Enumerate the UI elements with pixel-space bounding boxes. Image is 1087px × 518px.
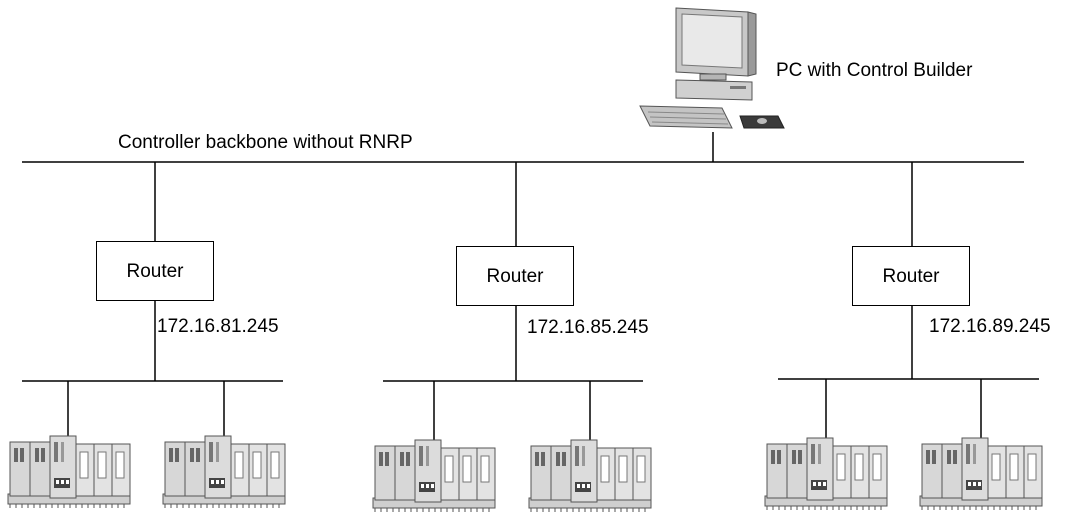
router-3: Router: [852, 246, 970, 306]
router-ip-3: 172.16.89.245: [929, 316, 1051, 337]
ac800m-controller-icon: [919, 437, 1043, 511]
ac800m-controller-icon: [7, 435, 131, 509]
ac800m-controller-icon: [764, 437, 888, 511]
pc-workstation-icon: [639, 7, 785, 129]
ac800m-controller-icon: [372, 439, 496, 513]
router-1: Router: [96, 241, 214, 301]
router-label: Router: [486, 266, 544, 287]
router-label: Router: [126, 261, 184, 282]
ac800m-controller-icon: [162, 435, 286, 509]
pc-label: PC with Control Builder: [776, 60, 973, 81]
router-ip-1: 172.16.81.245: [157, 316, 279, 337]
ac800m-controller-icon: [528, 439, 652, 513]
router-ip-2: 172.16.85.245: [527, 317, 649, 338]
router-label: Router: [882, 266, 940, 287]
backbone-label: Controller backbone without RNRP: [118, 132, 413, 153]
router-2: Router: [456, 246, 574, 306]
